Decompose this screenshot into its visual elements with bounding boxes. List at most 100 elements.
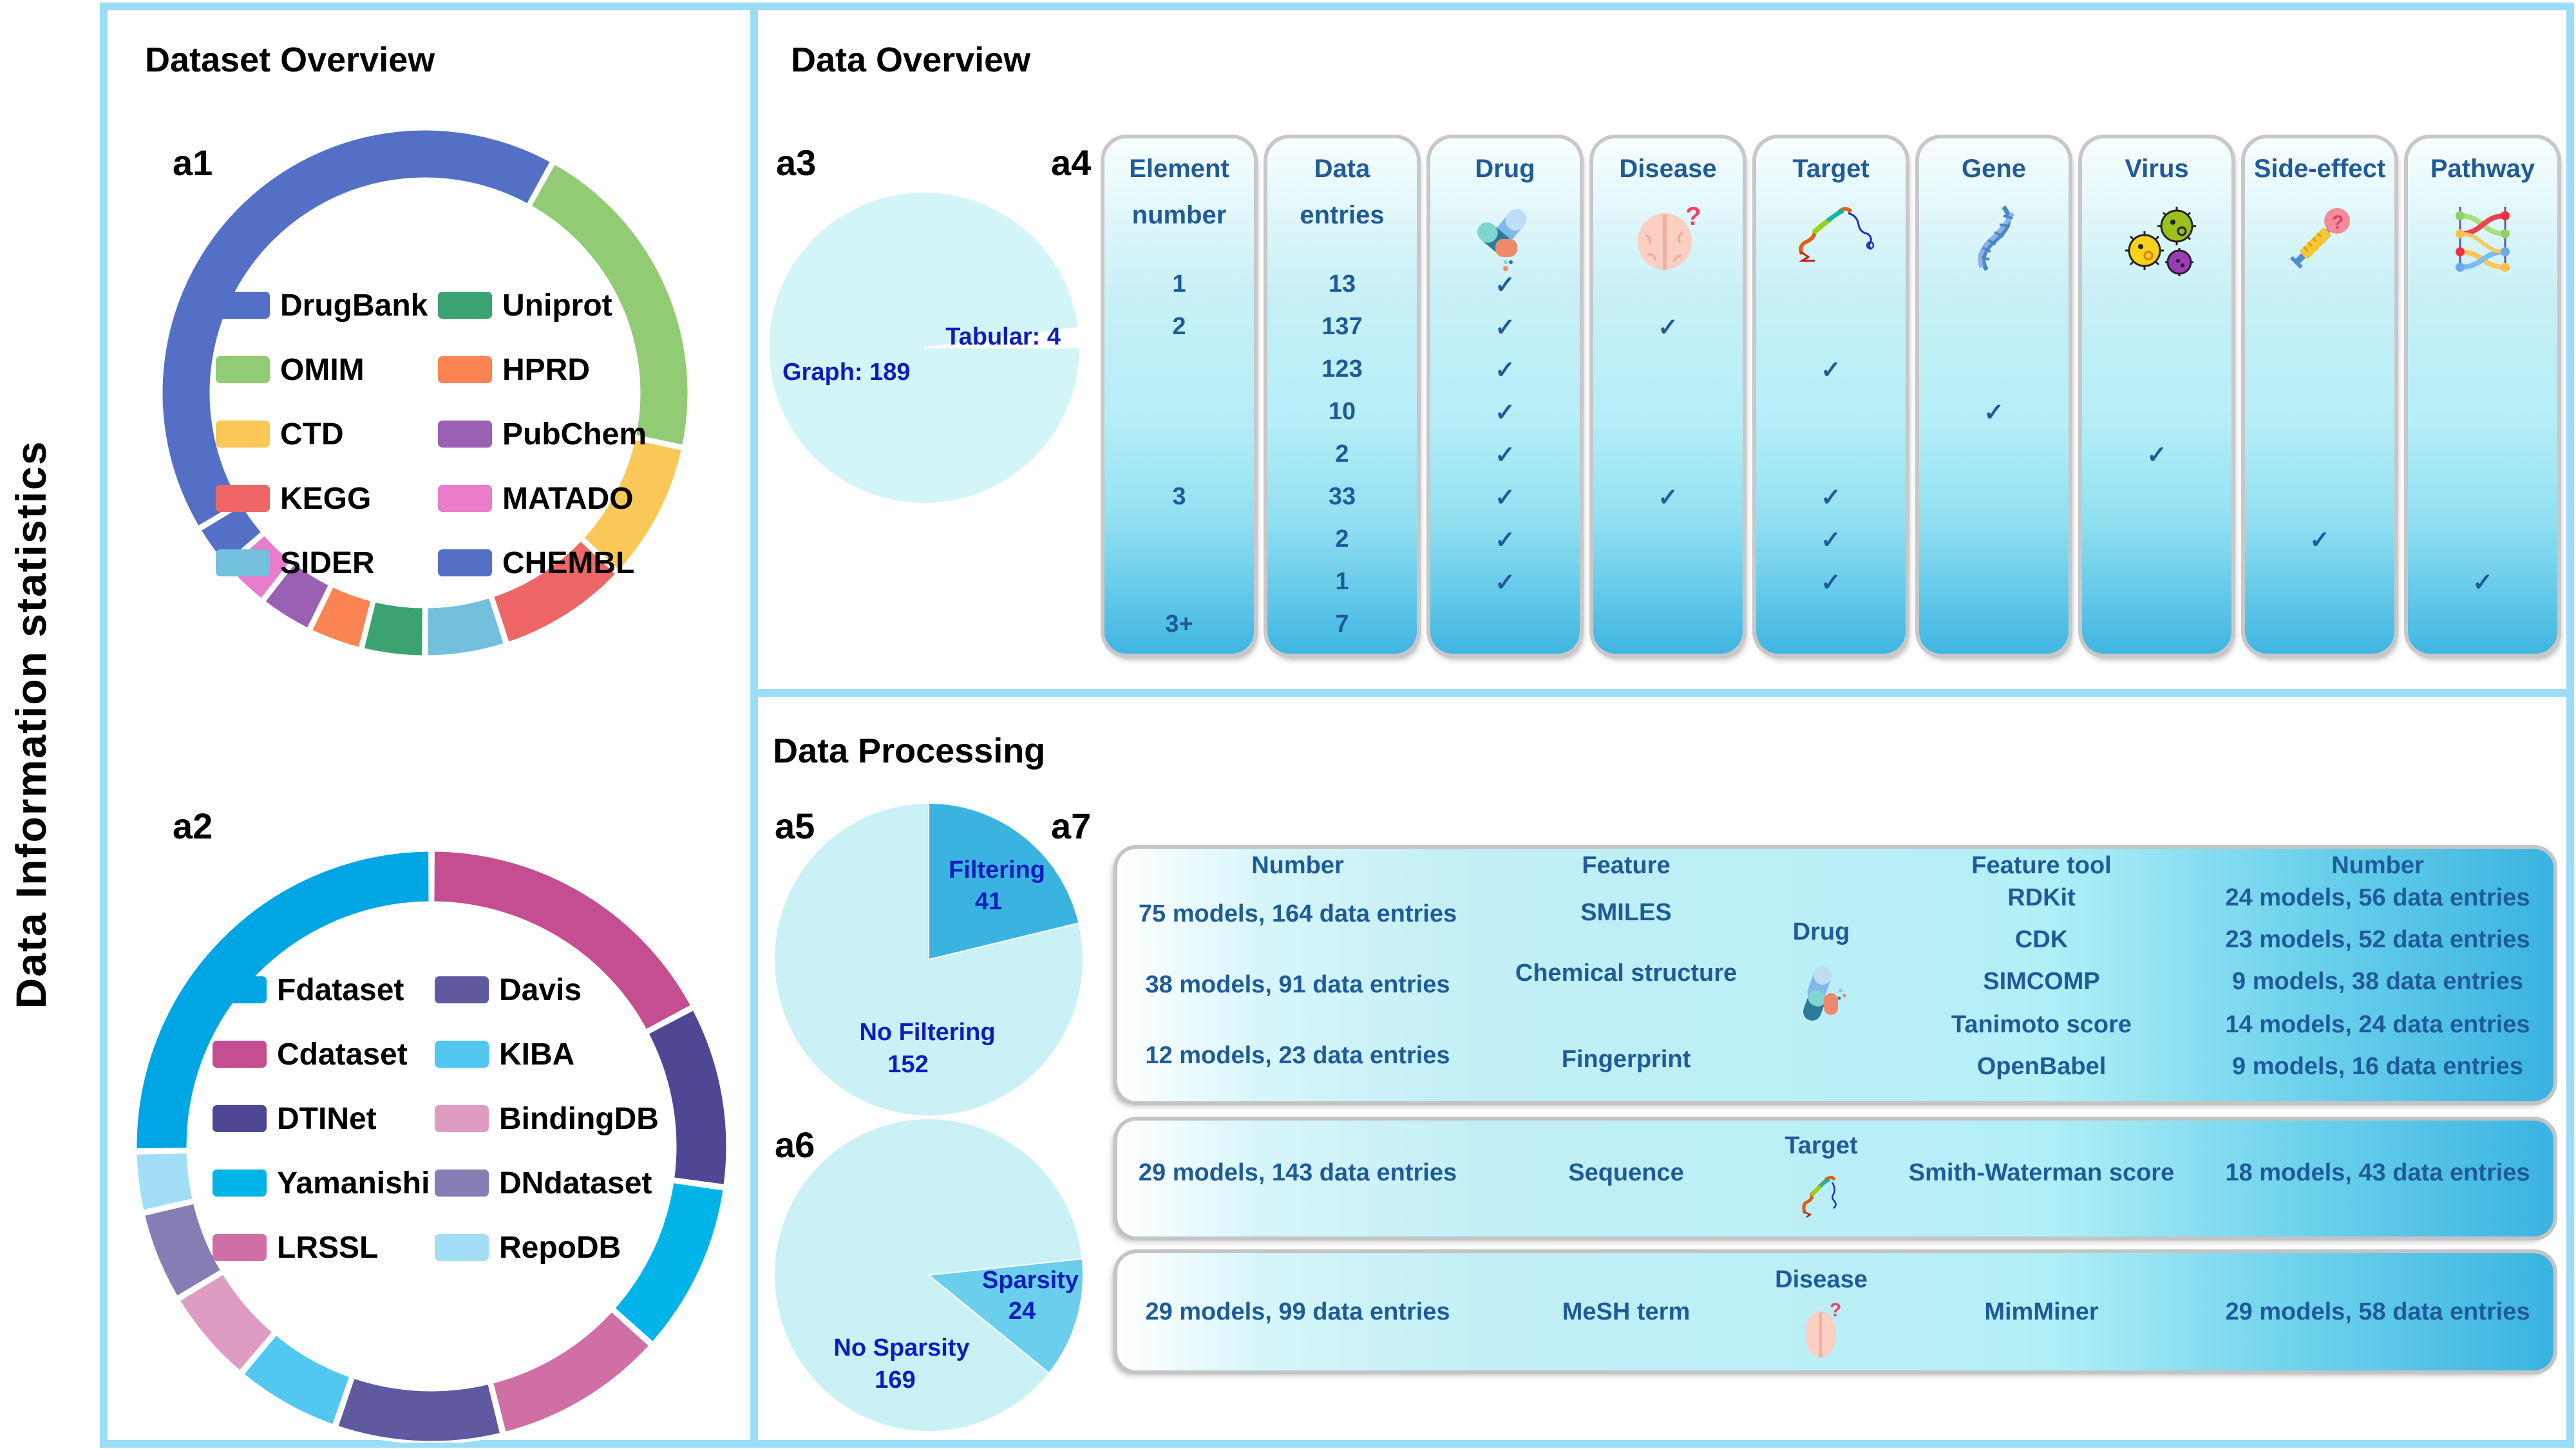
table-cell: 137	[1321, 313, 1363, 340]
check-mark-icon: ✓	[1658, 484, 1678, 511]
legend-swatch	[435, 1234, 489, 1261]
legend-swatch	[438, 292, 492, 319]
protein-icon	[1795, 203, 1875, 274]
donut-segment-cdataset	[431, 848, 694, 1033]
donut-segment-yamanishi	[611, 1180, 726, 1345]
pie-slice-sparsity	[927, 1258, 1084, 1374]
pie-label-no-sparsity: No Sparsity	[833, 1334, 969, 1361]
donut-segment-uniprot	[361, 599, 426, 659]
column-header: Target	[1792, 155, 1870, 183]
legend-item-matado: MATADO	[438, 480, 634, 517]
legend-label: Cdataset	[277, 1037, 408, 1072]
legend-item-bindingdb: BindingDB	[435, 1100, 659, 1137]
legend-label: HPRD	[502, 352, 591, 387]
check-mark-icon: ✓	[1821, 484, 1841, 511]
disease-feature-number: 29 models, 99 data entries	[1145, 1298, 1450, 1325]
panel-label-a1: a1	[173, 142, 213, 183]
legend-swatch	[435, 1170, 489, 1197]
legend-swatch	[438, 421, 492, 448]
table-cell: 10	[1328, 398, 1356, 425]
syringe-icon: ?	[2284, 203, 2355, 274]
legend-item-dtinet: DTINet	[213, 1100, 435, 1137]
donut-segment-davis	[335, 1375, 504, 1443]
legend-swatch	[213, 1105, 267, 1132]
check-mark-icon: ✓	[1495, 442, 1515, 469]
legend-item-kegg: KEGG	[216, 480, 438, 517]
check-mark-icon: ✓	[2309, 527, 2330, 554]
drug-tool: SIMCOMP	[1983, 968, 2100, 995]
legend-item-kiba: KIBA	[435, 1036, 628, 1073]
legend-label: KIBA	[499, 1037, 575, 1072]
header-number-right: Number	[2331, 852, 2424, 879]
svg-text:?: ?	[1685, 203, 1701, 231]
pills-icon	[1795, 962, 1847, 1030]
panel-label-a2: a2	[173, 806, 213, 846]
pie-label-graph: Graph: 189	[782, 359, 911, 386]
legend-swatch	[216, 356, 270, 383]
pie-label-no-filtering: No Filtering	[859, 1019, 995, 1046]
legend-swatch	[435, 1105, 489, 1132]
dataset-overview-title: Dataset Overview	[145, 41, 435, 79]
donut-segment-kegg	[490, 538, 619, 645]
target-feature-box: 29 models, 143 data entries Sequence Tar…	[1117, 1121, 2553, 1236]
pie-slice-tabular	[923, 327, 1081, 348]
target-entity-label: Target	[1785, 1132, 1858, 1159]
column-pathway: Pathway✓	[2408, 138, 2557, 654]
legend-label: Davis	[499, 972, 582, 1007]
column-side-effect: Side-effect? ✓	[2245, 138, 2394, 654]
brain-icon: ?	[1633, 202, 1703, 274]
disease-tool: MimMiner	[1984, 1298, 2099, 1325]
legend-item-ctd: CTD	[216, 415, 438, 453]
legend-swatch	[216, 292, 270, 319]
legend-label: Fdataset	[277, 972, 404, 1007]
legend-item-hprd: HPRD	[438, 351, 631, 388]
legend-item-repodb: RepoDB	[435, 1229, 628, 1266]
check-mark-icon: ✓	[1495, 399, 1515, 426]
disease-entity-label: Disease	[1775, 1266, 1868, 1293]
virus-icon	[2121, 203, 2196, 276]
donut-segment-repodb	[133, 1150, 196, 1213]
header-number-left: Number	[1251, 852, 1344, 879]
drug-tool-number: 14 models, 24 data entries	[2225, 1011, 2530, 1038]
legend-swatch	[435, 976, 489, 1003]
table-cell: 2	[1335, 440, 1349, 468]
panel-label-a3: a3	[776, 142, 817, 183]
legend-swatch	[438, 356, 492, 383]
legend-item-uniprot: Uniprot	[438, 287, 631, 324]
disease-feature: MeSH term	[1562, 1298, 1690, 1325]
donut-chart-a1	[159, 127, 691, 659]
donut-segment-ctd	[580, 437, 685, 574]
legend-item-drugbank: DrugBank	[216, 287, 438, 324]
column-header: Gene	[1961, 155, 2027, 183]
column-disease: Disease?✓✓	[1593, 138, 1743, 654]
legend-swatch	[216, 485, 270, 512]
legend-label: DrugBank	[280, 288, 428, 323]
table-cell: 123	[1321, 355, 1363, 383]
check-mark-icon: ✓	[2472, 569, 2493, 596]
panel-label-a5: a5	[775, 806, 815, 846]
legend-swatch	[213, 976, 267, 1003]
target-feature-number: 29 models, 143 data entries	[1138, 1159, 1457, 1186]
drug-tool: RDKit	[2007, 884, 2076, 911]
drug-tool-number: 9 models, 38 data entries	[2232, 968, 2523, 995]
column-header: Side-effect	[2253, 155, 2386, 183]
drug-feature: Fingerprint	[1561, 1046, 1691, 1073]
check-mark-icon: ✓	[1658, 314, 1678, 341]
donut-segment-drugbank	[159, 127, 554, 529]
drug-tool: Tanimoto score	[1951, 1011, 2132, 1038]
column-gene: Gene ✓	[1919, 138, 2069, 654]
drug-feature: SMILES	[1580, 899, 1672, 926]
column-header: Virus	[2125, 155, 2189, 183]
pie-value-no-sparsity: 169	[875, 1367, 915, 1394]
donut-segment-lrssl	[489, 1308, 652, 1435]
legend-item-yamanishi: Yamanishi	[213, 1164, 435, 1202]
column-header: Drug	[1475, 155, 1535, 183]
check-mark-icon: ✓	[1984, 399, 2004, 426]
legend-item-lrssl: LRSSL	[213, 1229, 435, 1266]
panel-label-a7: a7	[1051, 806, 1092, 846]
legend-swatch	[216, 549, 270, 576]
target-feature: Sequence	[1568, 1159, 1684, 1186]
column-header: Data	[1314, 155, 1370, 183]
